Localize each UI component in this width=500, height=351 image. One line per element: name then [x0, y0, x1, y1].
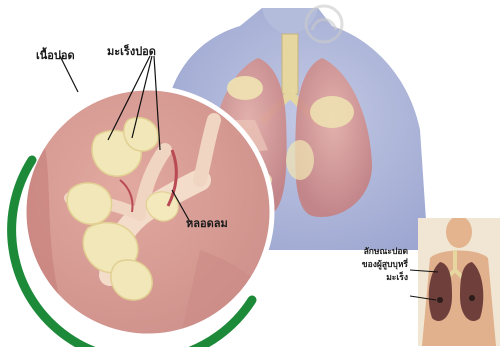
label-bronchus: หลอดลม	[186, 214, 228, 232]
inset-caption-line-2: ของผู้สูบบุหรี่	[362, 259, 408, 272]
label-lung-cancer: มะเร็งปอด	[107, 42, 156, 60]
watermark-emblem-icon	[300, 2, 348, 46]
inset-caption-line-1: ลักษณะปอด	[362, 246, 408, 259]
inset-caption-line-3: มะเร็ง	[362, 272, 408, 285]
smoker-inset	[418, 216, 500, 346]
label-lung-tissue: เนื้อปอด	[36, 46, 75, 64]
magnified-view	[12, 88, 280, 347]
inset-caption: ลักษณะปอด ของผู้สูบบุหรี่ มะเร็ง	[362, 246, 408, 285]
